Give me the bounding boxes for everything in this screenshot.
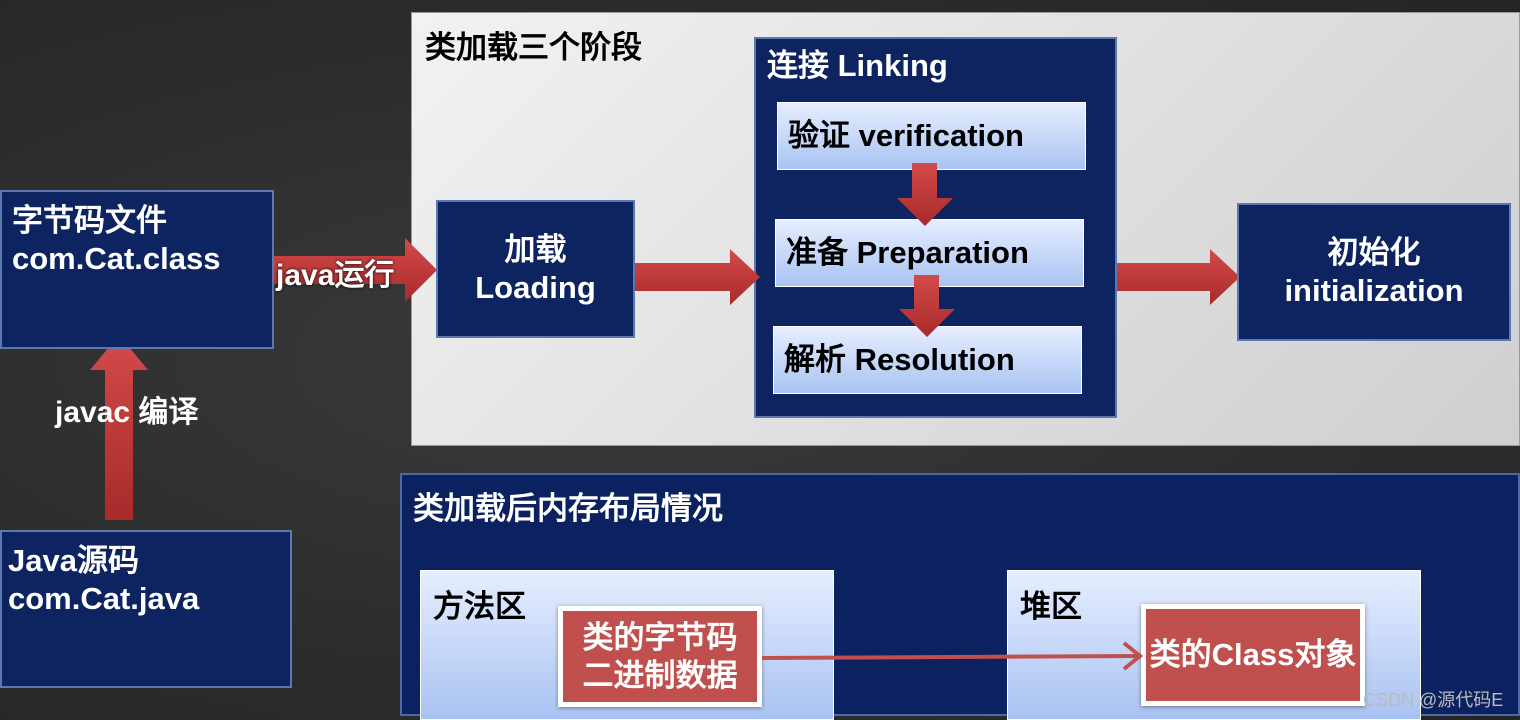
preparation-box: 准备 Preparation: [775, 219, 1084, 287]
bytecode-binary-box: 类的字节码 二进制数据: [558, 606, 762, 707]
resolution-box: 解析 Resolution: [773, 326, 1082, 394]
bytecode-file-label: 字节码文件: [12, 203, 167, 238]
java-run-label: java运行: [276, 259, 395, 292]
bytecode-binary-line1: 类的字节码: [582, 619, 738, 655]
stages-title: 类加载三个阶段: [425, 30, 642, 65]
method-area-label: 方法区: [433, 589, 526, 624]
initialization-box: 初始化 initialization: [1237, 203, 1511, 341]
source-file-label: Java源码: [8, 543, 139, 578]
bytecode-file-name: com.Cat.class: [12, 241, 221, 276]
linking-to-init-arrow: [1117, 249, 1240, 305]
class-object-box: 类的Class对象: [1141, 604, 1365, 706]
javac-arrow: [90, 335, 148, 520]
run-arrow: [273, 238, 437, 302]
heap-area-label: 堆区: [1020, 589, 1082, 624]
source-file-name: com.Cat.java: [8, 581, 200, 616]
init-cn: 初始化: [1327, 235, 1421, 270]
bytecode-file-box: 字节码文件 com.Cat.class: [0, 190, 274, 349]
memory-title: 类加载后内存布局情况: [413, 491, 723, 526]
verification-box: 验证 verification: [777, 102, 1086, 170]
init-en: initialization: [1284, 273, 1464, 308]
loading-box: 加载 Loading: [436, 200, 635, 338]
linking-title: 连接 Linking: [767, 48, 948, 83]
bytecode-binary-line2: 二进制数据: [582, 657, 738, 693]
loading-en: Loading: [475, 270, 596, 305]
javac-label: javac 编译: [55, 396, 199, 429]
loading-cn: 加载: [504, 232, 567, 267]
watermark: CSDN @源代码E: [1363, 690, 1504, 710]
source-file-box: Java源码 com.Cat.java: [0, 530, 292, 688]
loading-to-linking-arrow: [634, 249, 760, 305]
